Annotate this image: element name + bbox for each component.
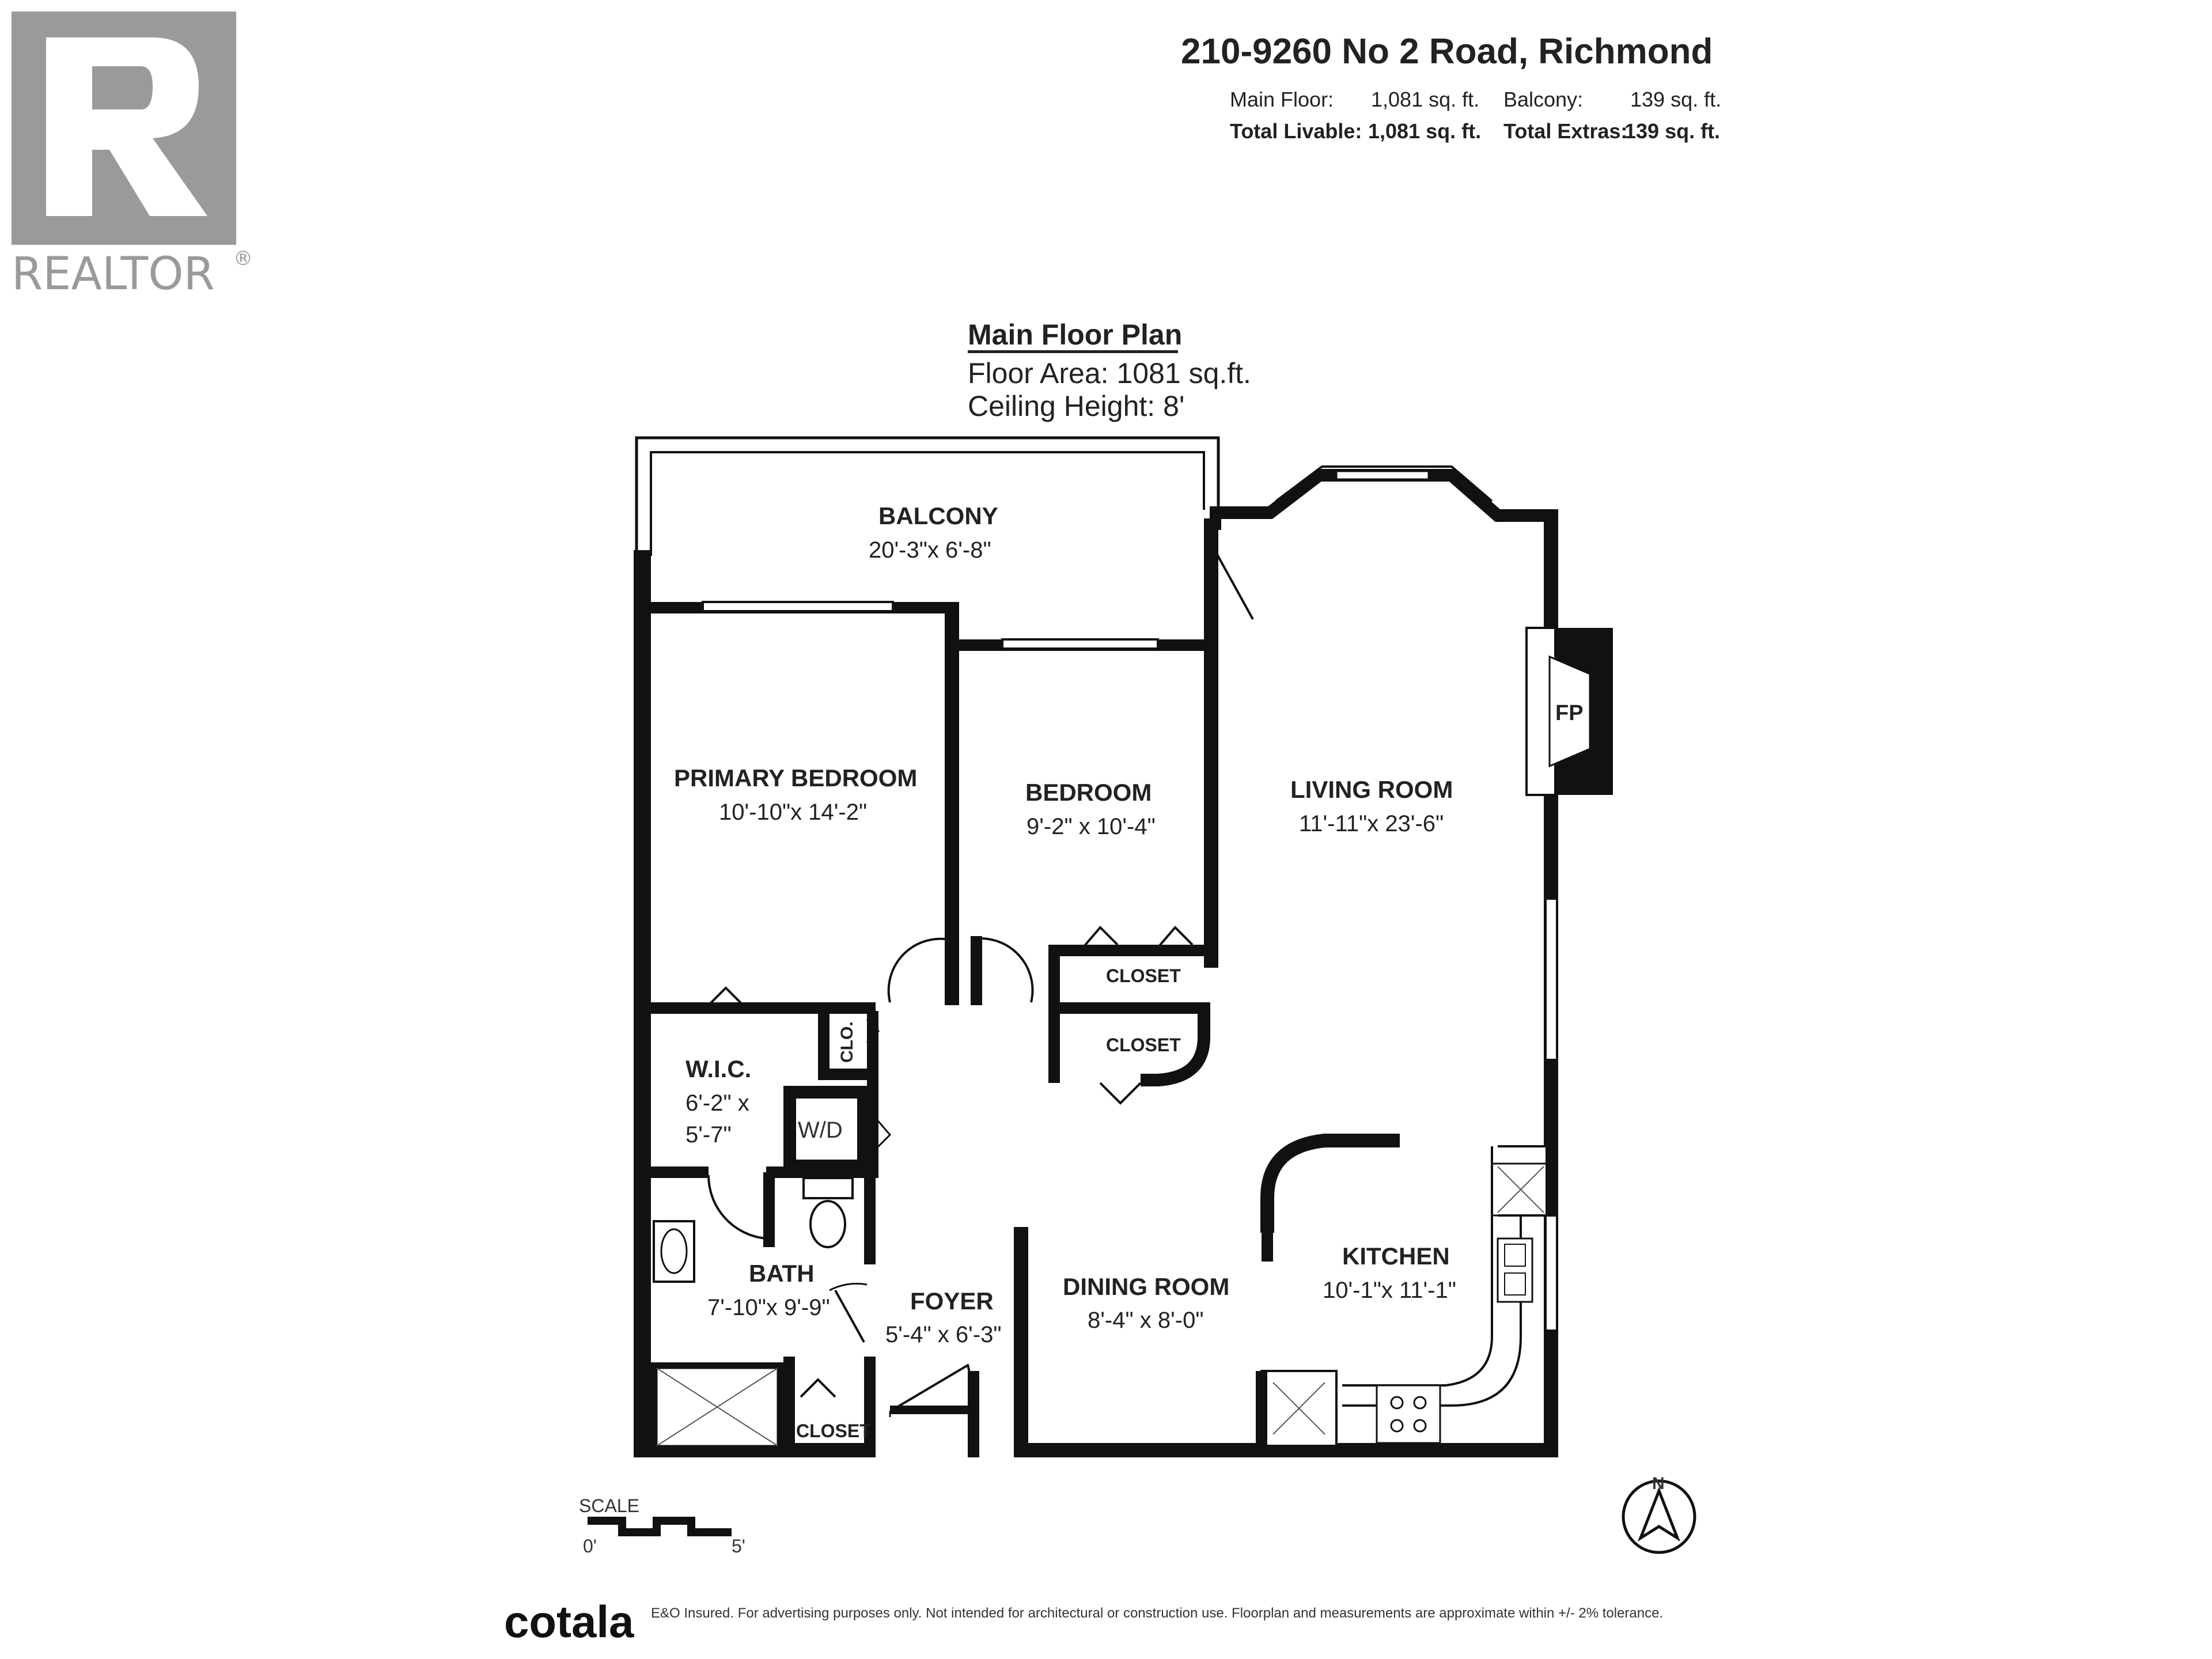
foyer-dims: 5'-4" x 6'-3" [885,1322,1002,1347]
wic-name: W.I.C. [685,1055,751,1082]
clo-label: CLO. [838,1021,857,1063]
scale-start: 0' [583,1536,597,1556]
bedroom-name: BEDROOM [1025,779,1152,806]
closet-1-label: CLOSET [1106,965,1181,986]
room-labels: BALCONY 20'-3"x 6'-8" PRIMARY BEDROOM 10… [674,502,1456,1347]
footer-brand: cotala [504,1596,634,1647]
scale-label: SCALE [579,1495,639,1516]
realtor-logo: REALTOR ® [12,12,253,300]
total-extras-value: 139 sq. ft. [1624,119,1720,143]
floor-area-text: Floor Area: 1081 sq.ft. [968,357,1251,389]
footer-disclaimer: E&O Insured. For advertising purposes on… [651,1605,1663,1621]
bath-name: BATH [749,1260,815,1287]
main-floor-label: Main Floor: [1230,88,1334,111]
plan-info: Main Floor Plan Floor Area: 1081 sq.ft. … [968,319,1251,422]
compass-north-label: N [1652,1474,1665,1493]
wic-dims-line2: 5'-7" [685,1122,732,1147]
balcony-dims: 20'-3"x 6'-8" [869,537,991,563]
ceiling-height-text: Ceiling Height: 8' [968,390,1184,422]
compass: N [1622,1474,1696,1554]
living-room-name: LIVING ROOM [1290,776,1453,803]
plan-title: Main Floor Plan [968,319,1182,351]
balcony-area-value: 139 sq. ft. [1630,88,1721,111]
realtor-logo-text: REALTOR [12,248,215,300]
wd-label: W/D [798,1118,843,1143]
balcony-name: BALCONY [878,502,998,529]
footer: cotala E&O Insured. For advertising purp… [504,1596,1663,1647]
closet-2-label: CLOSET [1106,1035,1181,1055]
kitchen-dims: 10'-1"x 11'-1" [1323,1278,1456,1303]
total-extras-label: Total Extras: [1503,119,1627,143]
primary-bedroom-name: PRIMARY BEDROOM [674,764,917,791]
wic-dims-line1: 6'-2" x [685,1090,749,1116]
floor-plan-drawing: FP CLOSET CLOSET CLO. [634,436,1613,1457]
scale-end: 5' [732,1536,745,1556]
main-floor-value: 1,081 sq. ft. [1371,88,1479,111]
living-room-dims: 11'-11"x 23'-6" [1299,811,1444,836]
bedroom-dims: 9'-2" x 10'-4" [1027,814,1156,839]
realtor-logo-mark: ® [233,247,253,270]
header-info: 210-9260 No 2 Road, Richmond Main Floor:… [1181,32,1721,143]
balcony-area-label: Balcony: [1503,88,1583,111]
dining-room-dims: 8'-4" x 8'-0" [1088,1308,1204,1333]
fireplace-label: FP [1555,701,1584,725]
foyer-name: FOYER [910,1287,994,1315]
dining-room-name: DINING ROOM [1063,1273,1229,1300]
primary-bedroom-dims: 10'-10"x 14'-2" [719,800,867,825]
total-livable-label: Total Livable: [1230,119,1362,143]
scale-bar: SCALE 0' 5' [579,1495,745,1556]
closet-3-label: CLOSET [796,1421,871,1441]
total-livable-value: 1,081 sq. ft. [1368,119,1481,143]
kitchen-name: KITCHEN [1342,1243,1450,1270]
address-title: 210-9260 No 2 Road, Richmond [1181,32,1713,71]
bath-dims: 7'-10"x 9'-9" [707,1295,830,1320]
